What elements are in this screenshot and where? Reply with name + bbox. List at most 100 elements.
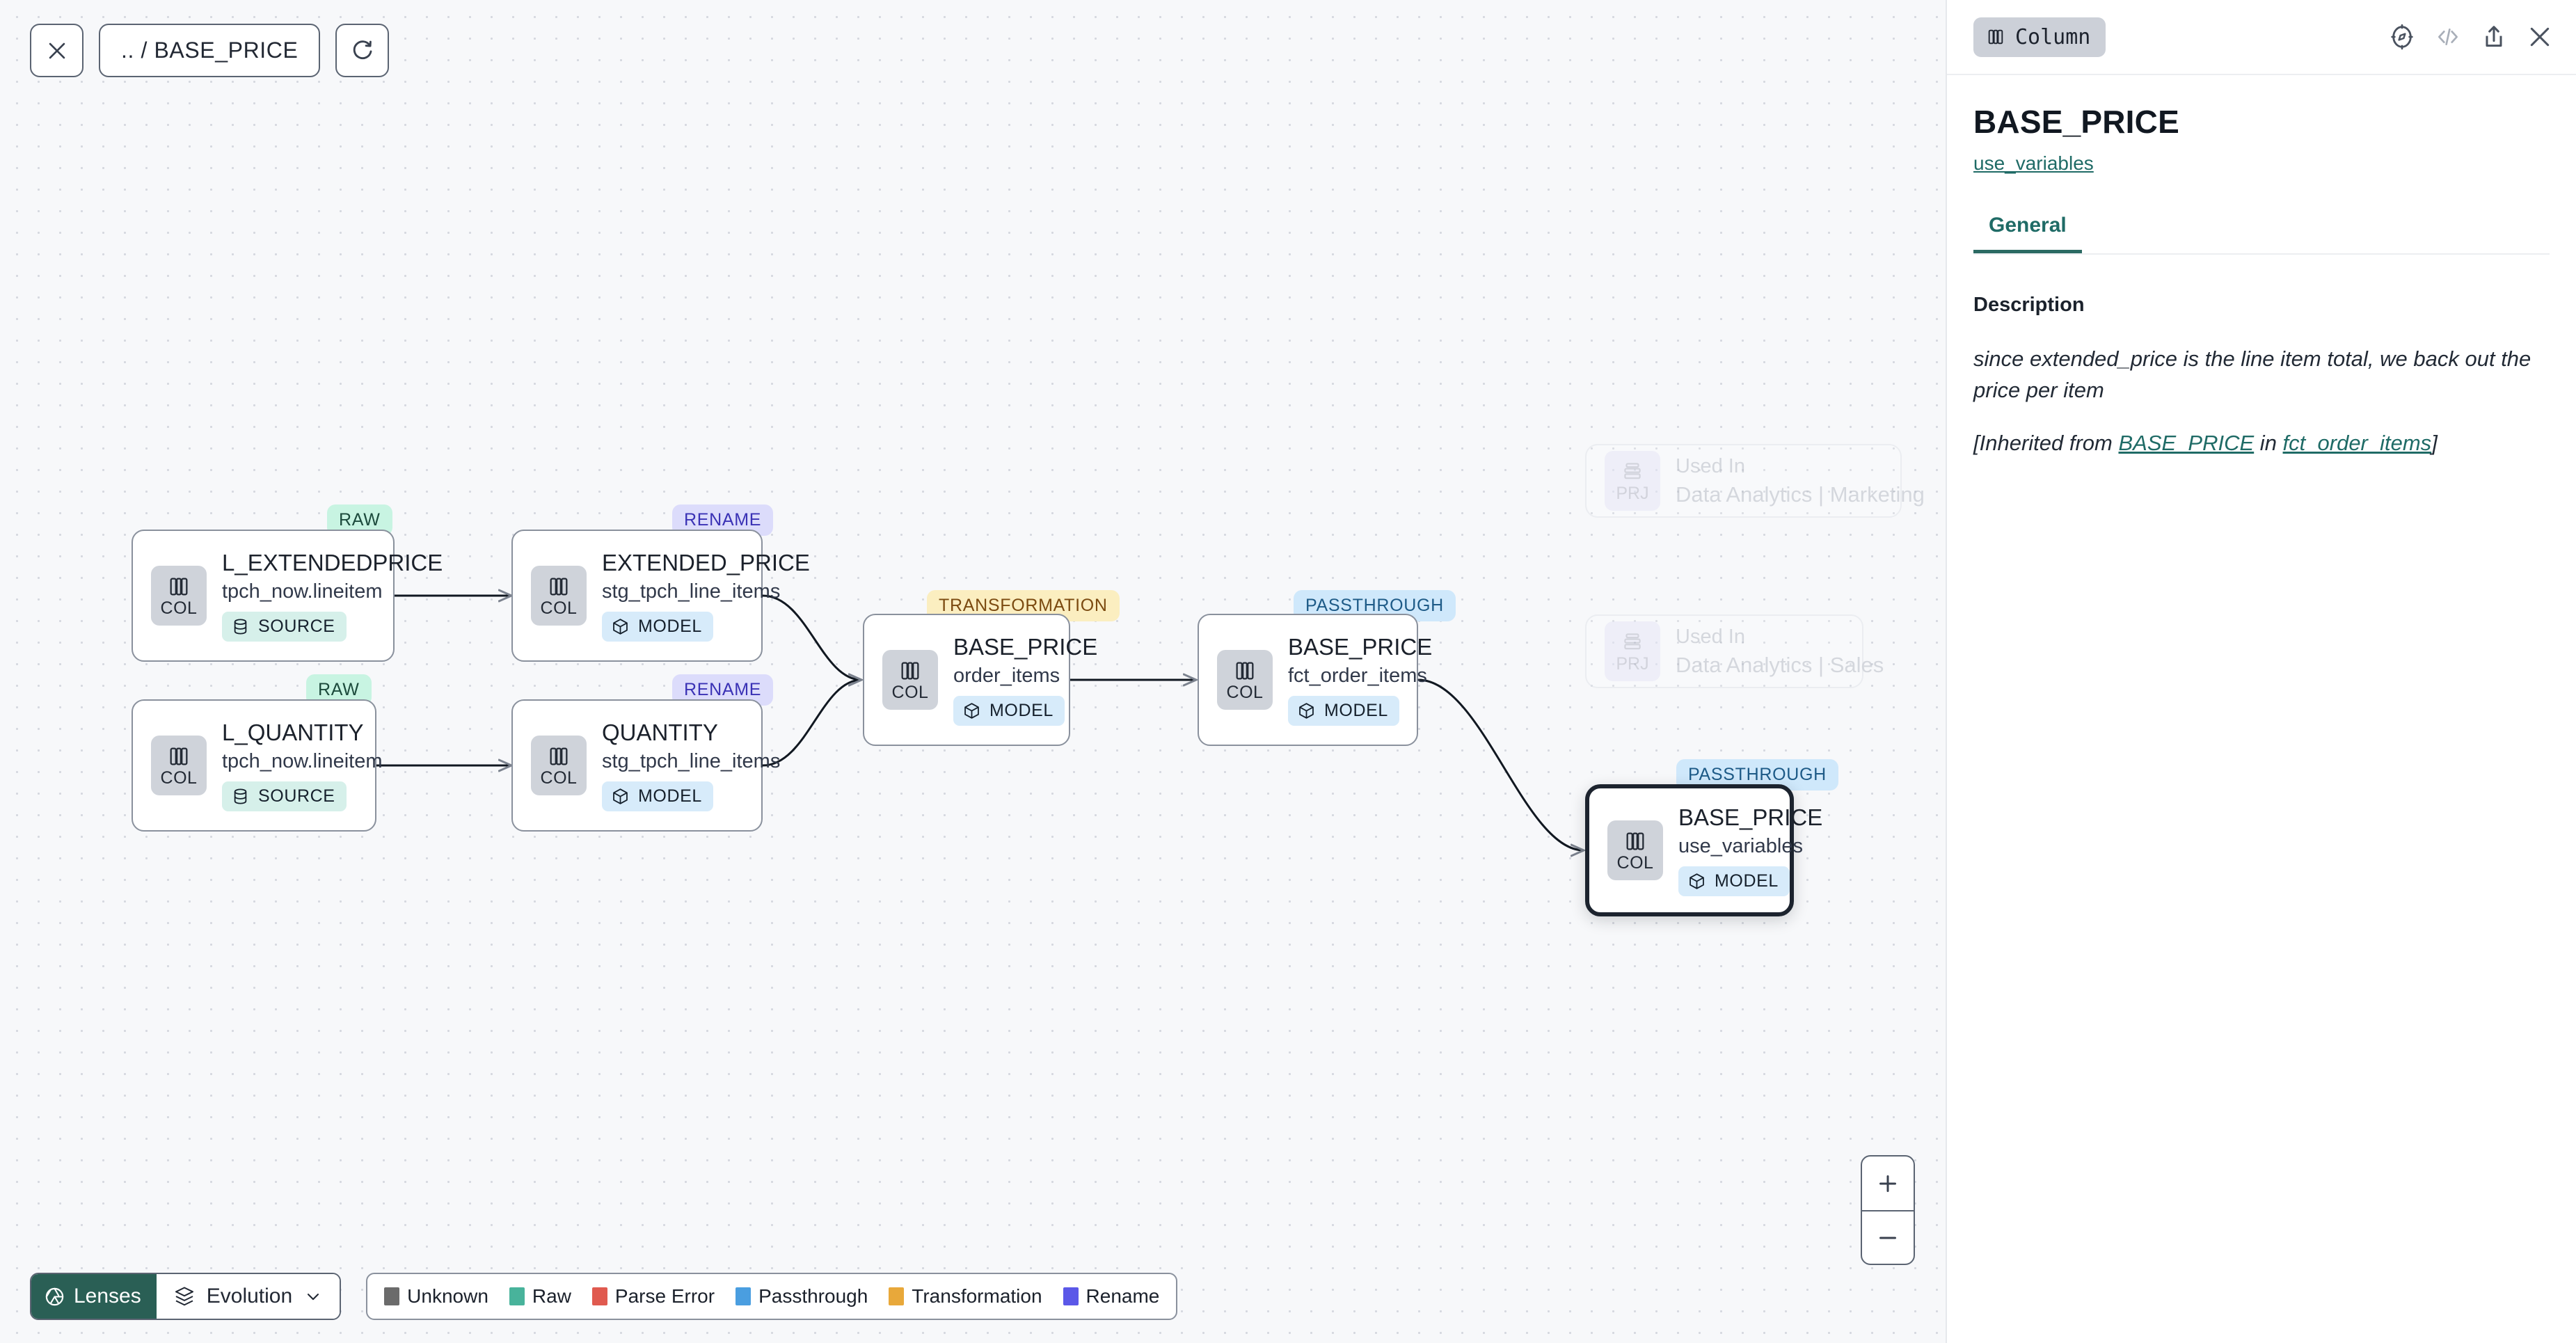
legend-label: Rename	[1086, 1285, 1160, 1307]
close-graph-button[interactable]	[30, 24, 84, 77]
evolution-select[interactable]: Evolution	[156, 1274, 340, 1319]
cube-icon	[1689, 873, 1704, 889]
legend-swatch	[509, 1287, 525, 1305]
entity-type-label: Column	[2015, 24, 2091, 49]
cube-icon	[613, 618, 628, 635]
project-badge-label: PRJ	[1616, 484, 1649, 503]
legend-swatch	[736, 1287, 752, 1305]
node-kind-tag: SOURCE	[222, 611, 347, 642]
node-title: L_QUANTITY	[222, 720, 364, 746]
legend-item[interactable]: Unknown	[384, 1285, 488, 1308]
node-kind-tag: MODEL	[1678, 866, 1790, 896]
panel-header-actions	[2388, 23, 2554, 51]
node-kind-label: SOURCE	[258, 786, 335, 806]
project-badge: PRJ	[1605, 451, 1660, 511]
entity-type-chip: Column	[1973, 17, 2106, 57]
inherited-model-link[interactable]: fct_order_items	[2282, 430, 2432, 455]
node-title: BASE_PRICE	[1678, 804, 1823, 831]
close-panel-icon[interactable]	[2526, 23, 2554, 51]
column-badge-label: COL	[160, 768, 198, 788]
node-subtitle: stg_tpch_line_items	[602, 750, 781, 773]
zoom-in-button[interactable]	[1862, 1157, 1914, 1210]
code-icon[interactable]	[2434, 23, 2462, 51]
node-subtitle: tpch_now.lineitem	[222, 580, 383, 603]
node-kind-label: MODEL	[638, 786, 702, 806]
node-kind-tag: MODEL	[602, 781, 713, 811]
parent-model-link[interactable]: use_variables	[1973, 152, 2094, 174]
legend-swatch	[1063, 1287, 1079, 1305]
description-label: Description	[1973, 294, 2085, 316]
description-text: since extended_price is the line item to…	[1973, 347, 2531, 403]
project-badge: PRJ	[1605, 621, 1660, 681]
legend-item[interactable]: Raw	[509, 1285, 571, 1308]
column-icon	[170, 578, 188, 595]
evolution-label: Evolution	[206, 1285, 293, 1308]
inherited-middle: in	[2254, 430, 2283, 455]
column-badge-label: COL	[540, 598, 578, 618]
column-badge-label: COL	[540, 768, 578, 788]
cube-icon	[613, 788, 628, 804]
legend-swatch	[889, 1287, 905, 1305]
node-subtitle: order_items	[953, 665, 1060, 688]
legend-label: Raw	[532, 1285, 571, 1307]
legend-item[interactable]: Passthrough	[736, 1285, 868, 1308]
column-badge-label: COL	[891, 682, 929, 702]
compass-icon[interactable]	[2388, 23, 2416, 51]
minus-icon	[1879, 1237, 1896, 1239]
layers-icon	[175, 1287, 193, 1306]
lenses-label: Lenses	[74, 1285, 141, 1308]
node-title: BASE_PRICE	[1288, 634, 1433, 660]
zoom-controls	[1861, 1155, 1915, 1265]
share-icon[interactable]	[2480, 23, 2508, 51]
column-badge-label: COL	[1226, 682, 1264, 702]
node-kind-tag: MODEL	[953, 695, 1065, 726]
details-panel-header: Column	[1947, 0, 2576, 75]
panel-tabs: General	[1973, 214, 2550, 255]
legend-item[interactable]: Transformation	[889, 1285, 1042, 1308]
column-badge: COL	[531, 566, 587, 626]
node-subtitle: tpch_now.lineitem	[222, 750, 383, 773]
column-badge: COL	[1607, 820, 1663, 880]
column-badge: COL	[531, 736, 587, 795]
cube-icon	[1299, 702, 1314, 719]
zoom-out-button[interactable]	[1862, 1210, 1914, 1264]
legend-item[interactable]: Parse Error	[591, 1285, 715, 1308]
plus-icon	[1879, 1175, 1896, 1192]
inherited-column-link[interactable]: BASE_PRICE	[2118, 430, 2255, 455]
inherited-suffix: ]	[2431, 430, 2438, 455]
database-icon	[234, 788, 247, 804]
breadcrumb-button[interactable]: .. / BASE_PRICE	[99, 24, 321, 77]
node-kind-label: MODEL	[638, 616, 702, 636]
node-subtitle: stg_tpch_line_items	[602, 580, 781, 603]
column-badge: COL	[151, 736, 207, 795]
details-panel: Column	[1946, 0, 2576, 1343]
inherited-prefix: [Inherited from	[1973, 430, 2119, 455]
breadcrumb: .. / BASE_PRICE	[121, 38, 299, 63]
legend-item[interactable]: Rename	[1063, 1285, 1160, 1308]
column-icon	[1988, 29, 2003, 45]
lenses-button[interactable]: Lenses	[31, 1274, 157, 1319]
cube-icon	[964, 702, 979, 719]
node-kind-tag: MODEL	[602, 611, 713, 642]
refresh-button[interactable]	[335, 24, 390, 77]
node-kind-label: SOURCE	[258, 616, 335, 636]
node-subtitle: fct_order_items	[1288, 665, 1427, 688]
node-title: BASE_PRICE	[953, 634, 1098, 660]
tab-general[interactable]: General	[1973, 214, 2082, 253]
column-icon	[550, 578, 568, 595]
details-panel-body: BASE_PRICE use_variables General Descrip…	[1947, 75, 2576, 459]
lineage-legend: Unknown Raw Parse Error Passthrough Transfor…	[366, 1273, 1178, 1320]
node-kind-label: MODEL	[1715, 871, 1779, 891]
project-icon	[1624, 463, 1641, 479]
